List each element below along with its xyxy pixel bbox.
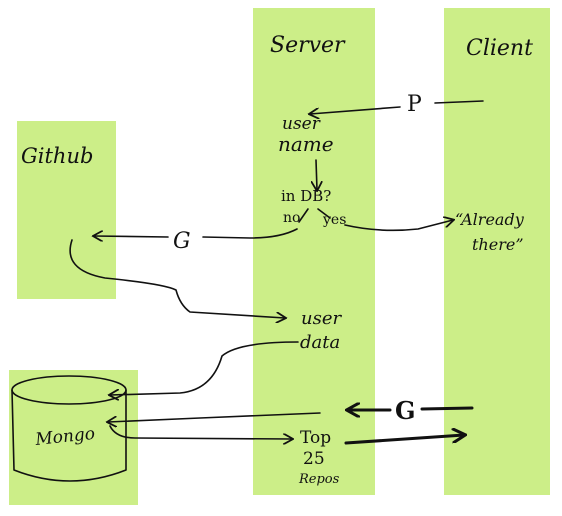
github-panel [17,121,116,299]
server-title: Server [270,33,346,58]
yes-to-client-arrow [344,220,453,232]
post-request-label: P [407,92,422,117]
already-there-line1: “Already [455,210,525,229]
branch-split [298,208,331,223]
username-to-db-arrow [316,159,317,190]
user-name-line2: name [278,132,334,156]
top-to-client-arrow [344,435,464,445]
client-title: Client [466,36,533,61]
top-repos-line1: Top [300,428,331,448]
github-to-userdata-arrow [69,239,285,318]
mongo-to-top-arrow [109,425,292,439]
mongo-database-icon [11,375,127,482]
userdata-to-mongo-arrow [110,341,299,395]
already-there-line2: there” [472,235,524,254]
server-lane [253,8,375,495]
user-data-line2: data [300,332,340,353]
client-lane [444,8,550,495]
server-query-mongo-arrow [108,412,321,422]
no-branch-label: no [283,210,300,226]
user-data-line1: user [301,308,342,329]
no-to-github-arrow [94,229,298,238]
in-db-question: in DB? [281,187,331,205]
github-title: Github [21,144,93,168]
top-repos-line3: Repos [298,472,340,487]
user-name-line1: user [282,114,321,134]
client-get-arrow [348,408,474,410]
top-repos-line2: 25 [303,449,325,469]
post-arrow [310,100,484,114]
github-get-label: G [173,229,191,254]
client-get-label: G [395,396,416,425]
